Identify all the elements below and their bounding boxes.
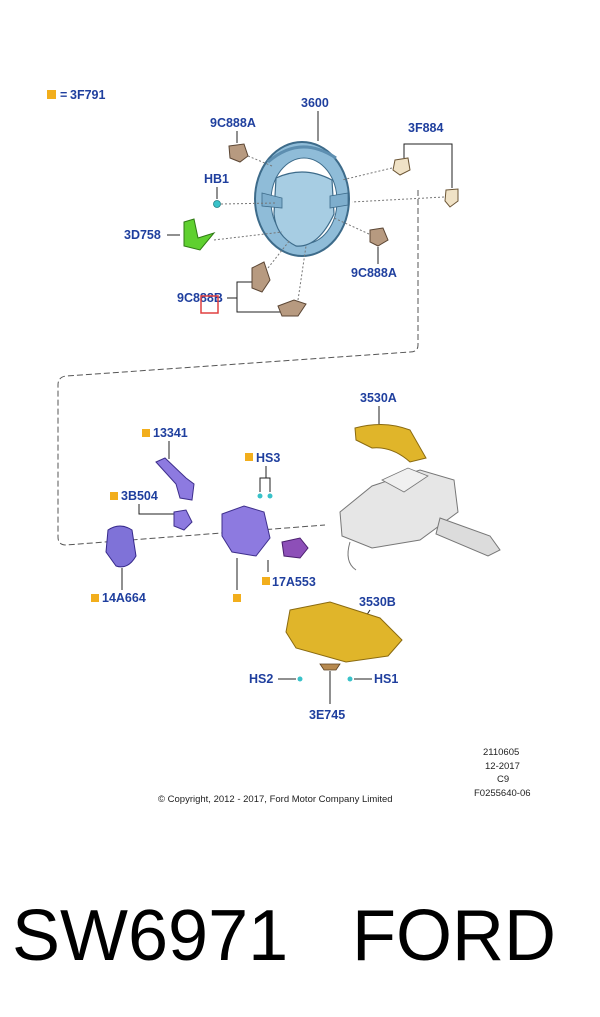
label-trim-green: 3D758 — [124, 228, 161, 242]
highlight-box — [200, 295, 219, 314]
label-module-17a553: 17A553 — [272, 575, 316, 589]
label-switch-upper-left: 9C888A — [210, 116, 256, 130]
column-wire — [347, 541, 357, 571]
wheel-hub — [273, 171, 335, 247]
legend-equals: = — [60, 88, 67, 102]
label-steering-wheel: 3600 — [301, 96, 329, 110]
leader-lever-lower — [138, 504, 174, 515]
switch-right-lower — [444, 188, 459, 208]
marker-switch-housing — [233, 594, 241, 602]
meta-line-3: C9 — [497, 774, 509, 785]
legend-marker — [47, 90, 56, 99]
paddle-lower — [277, 299, 307, 317]
label-paddle-pair: 9C888B — [177, 291, 223, 305]
leader-screws-hs3 — [259, 466, 271, 492]
dots-bolt — [220, 202, 277, 205]
lever-upper — [155, 457, 195, 501]
screw-hs3-b — [267, 493, 273, 499]
dots-switch-lower-right — [333, 217, 370, 235]
label-switch-lower-right: 9C888A — [351, 266, 397, 280]
copyright: © Copyright, 2012 - 2017, Ford Motor Com… — [158, 794, 393, 805]
steering-wheel — [254, 141, 350, 257]
leader-paddle-pair — [227, 281, 280, 313]
lever-lower — [173, 509, 193, 531]
bolt-hb1 — [213, 200, 221, 208]
screw-hs2 — [297, 676, 303, 682]
caption-brand: FORD — [352, 896, 556, 976]
switch-lower-right — [369, 227, 389, 247]
caption-part-number: SW6971 — [12, 896, 288, 976]
screw-hs3-a — [257, 493, 263, 499]
trim-green — [183, 218, 216, 251]
label-screw-hs1: HS1 — [374, 672, 398, 686]
dots-paddle-upper — [267, 239, 291, 269]
legend-code: 3F791 — [70, 88, 105, 102]
column-bracket — [381, 467, 429, 493]
leader-switch-right-pair — [403, 143, 453, 188]
dots-paddle-lower — [297, 245, 307, 301]
label-screw-hs2: HS2 — [249, 672, 273, 686]
wheel-spoke-right — [329, 192, 349, 209]
marker-lever-upper — [142, 429, 150, 437]
screw-hs1 — [347, 676, 353, 682]
meta-line-2: 12-2017 — [485, 761, 520, 772]
dots-switch-upper-left — [247, 155, 273, 167]
shroud-upper — [354, 424, 427, 463]
paddle-upper — [251, 261, 271, 293]
legend: = 3F791 — [47, 88, 105, 102]
meta-line-4: F0255640-06 — [474, 788, 531, 799]
clockspring — [105, 525, 137, 568]
label-screws-hs3: HS3 — [256, 451, 280, 465]
clip-3e745 — [319, 663, 341, 671]
label-switch-right-pair: 3F884 — [408, 121, 443, 135]
marker-clockspring — [91, 594, 99, 602]
marker-lever-lower — [110, 492, 118, 500]
label-clip-3e745: 3E745 — [309, 708, 345, 722]
dots-trim-green — [213, 231, 283, 241]
label-bolt: HB1 — [204, 172, 229, 186]
column-shaft — [435, 517, 501, 557]
label-shroud-lower: 3530B — [359, 595, 396, 609]
label-shroud-upper: 3530A — [360, 391, 397, 405]
module-17a553 — [281, 537, 309, 559]
wheel-rim-grip — [267, 145, 337, 164]
group-outline-dashed — [57, 190, 419, 546]
label-clockspring: 14A664 — [102, 591, 146, 605]
wheel-spoke-left — [261, 192, 283, 209]
switch-housing — [221, 505, 271, 557]
label-lever-upper: 13341 — [153, 426, 188, 440]
switch-upper-left — [228, 143, 249, 163]
marker-module-17a553 — [262, 577, 270, 585]
dots-right-upper — [341, 167, 393, 181]
switch-right-upper — [392, 157, 411, 176]
meta-line-1: 2110605 — [483, 747, 519, 758]
steering-column — [339, 467, 501, 571]
dots-right-lower — [351, 196, 445, 203]
marker-hs3 — [245, 453, 253, 461]
label-lever-lower: 3B504 — [121, 489, 158, 503]
shroud-lower — [285, 601, 403, 663]
